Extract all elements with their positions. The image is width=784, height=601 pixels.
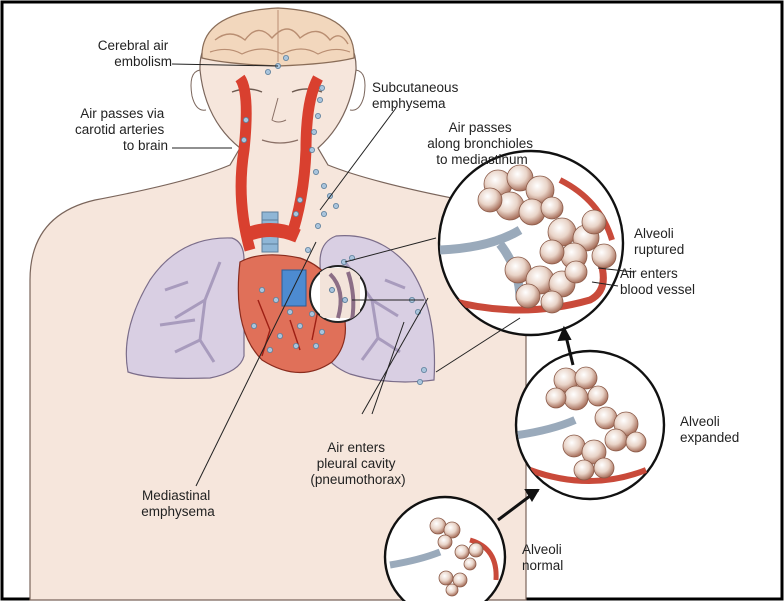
air-bubble — [417, 379, 422, 384]
label-alveoli-ruptured: Alveoli ruptured — [634, 226, 684, 257]
alveolus — [575, 367, 597, 389]
alveolus — [455, 545, 469, 559]
air-bubble — [421, 367, 426, 372]
air-bubble — [297, 197, 302, 202]
alveolus — [595, 407, 617, 429]
alveoli-normal-circle — [385, 497, 505, 601]
alveolus — [464, 558, 476, 570]
alveolus — [605, 429, 627, 451]
air-bubble — [293, 211, 298, 216]
alveolus — [439, 571, 453, 585]
air-bubble — [243, 117, 248, 122]
alveolus — [592, 244, 616, 268]
air-bubble — [305, 247, 310, 252]
air-bubble — [283, 55, 288, 60]
alveolus — [588, 386, 608, 406]
air-bubble — [265, 69, 270, 74]
air-bubble — [319, 329, 324, 334]
air-bubble — [309, 311, 314, 316]
air-bubble — [321, 211, 326, 216]
air-bubble — [241, 137, 246, 142]
alveolus — [563, 435, 585, 457]
air-bubble — [317, 97, 322, 102]
alveolus — [541, 291, 563, 313]
label-mediastinal-emphysema: Mediastinal emphysema — [141, 488, 215, 519]
alveoli-ruptured-circle — [439, 151, 623, 335]
mediastinum-inset — [310, 266, 366, 322]
air-bubble — [321, 183, 326, 188]
air-bubble — [313, 169, 318, 174]
alveolus — [438, 535, 452, 549]
alveolus — [430, 518, 446, 534]
air-bubble — [309, 147, 314, 152]
air-bubble — [277, 333, 282, 338]
air-bubble — [319, 85, 324, 90]
air-bubble — [315, 223, 320, 228]
alveolus — [574, 460, 594, 480]
air-bubble — [267, 347, 272, 352]
alveolus — [446, 584, 458, 596]
air-bubble — [251, 323, 256, 328]
air-bubble — [313, 343, 318, 348]
air-bubble — [273, 297, 278, 302]
alveolus — [582, 210, 606, 234]
alveolus — [626, 432, 646, 452]
alveolus — [541, 197, 563, 219]
alveolus — [519, 199, 545, 225]
alveolus — [478, 188, 502, 212]
alveolus — [546, 388, 566, 408]
alveolus — [565, 261, 587, 283]
air-bubble — [293, 343, 298, 348]
air-bubble — [297, 323, 302, 328]
air-bubble — [287, 309, 292, 314]
alveolus — [564, 386, 588, 410]
air-bubble — [311, 129, 316, 134]
air-bubble — [315, 113, 320, 118]
air-bubble — [259, 287, 264, 292]
alveolus — [594, 458, 614, 478]
alveolus — [469, 543, 483, 557]
alveoli-expanded-circle — [516, 351, 664, 499]
alveolus — [540, 240, 564, 264]
air-bubble — [333, 203, 338, 208]
alveolus — [516, 284, 540, 308]
label-alveoli-normal: Alveoli normal — [522, 542, 566, 573]
